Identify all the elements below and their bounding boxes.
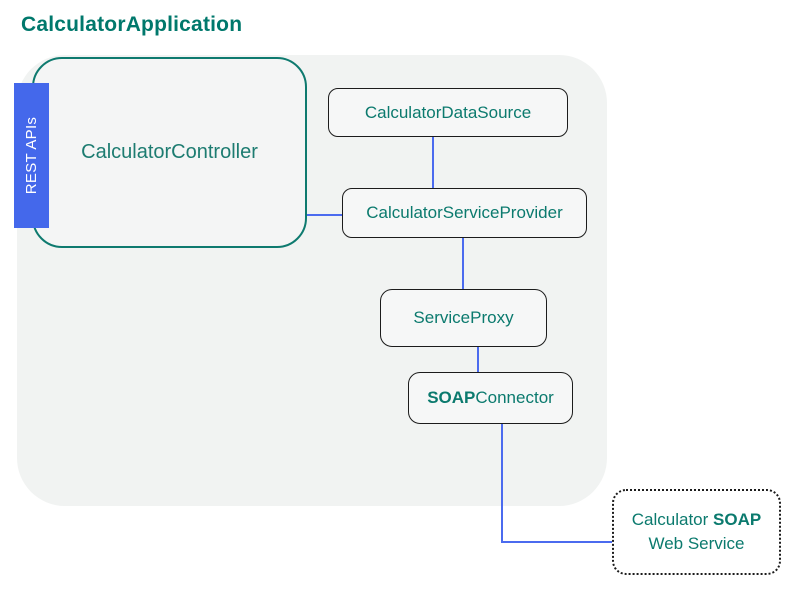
rest-apis-tag-label: REST APIs (23, 116, 41, 195)
diagram-title: CalculatorApplication (21, 13, 243, 36)
soap-connector-label: SOAPConnector (427, 388, 554, 408)
calculator-controller-label: CalculatorController (81, 141, 258, 163)
edge-connector-to-external-vertical (501, 423, 503, 543)
node-service-proxy: ServiceProxy (380, 289, 547, 347)
calculator-soap-web-service-label: Calculator SOAP Web Service (632, 508, 761, 556)
edge-proxy-to-connector (477, 347, 479, 373)
node-calculator-service-provider: CalculatorServiceProvider (342, 188, 587, 238)
node-calculator-controller: CalculatorController (32, 57, 307, 248)
service-proxy-label: ServiceProxy (413, 308, 514, 327)
external-label-line1-bold: SOAP (713, 510, 762, 530)
soap-connector-label-regular: Connector (475, 388, 554, 407)
node-soap-connector: SOAPConnector (408, 372, 573, 424)
soap-connector-label-bold: SOAP (427, 388, 476, 407)
external-label-line1-regular: Calculator (631, 510, 714, 530)
calculator-service-provider-label: CalculatorServiceProvider (366, 203, 563, 222)
edge-provider-to-proxy (462, 238, 464, 290)
edge-datasource-to-provider (432, 137, 434, 189)
calculator-datasource-label: CalculatorDataSource (364, 102, 532, 122)
node-calculator-datasource: CalculatorDataSource (328, 88, 568, 137)
external-label-line2: Web Service (648, 534, 745, 553)
edge-controller-to-provider (307, 214, 342, 216)
edge-connector-to-external-horizontal (501, 541, 613, 543)
rest-apis-tag: REST APIs (14, 83, 49, 228)
node-calculator-soap-web-service: Calculator SOAP Web Service (612, 489, 781, 575)
